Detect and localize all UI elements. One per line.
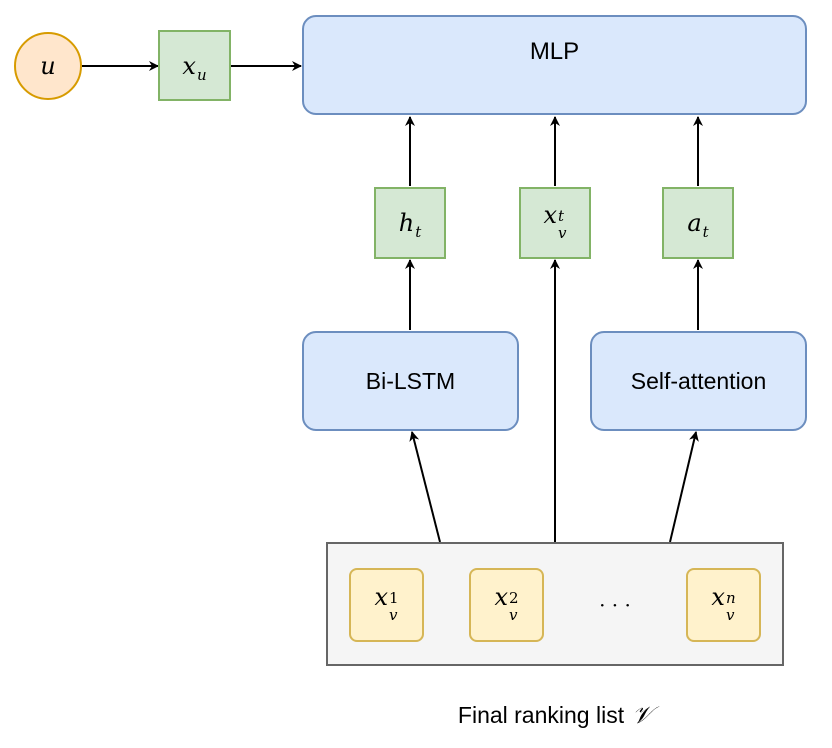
self-attention-box: Self-attention: [590, 331, 807, 431]
bilstm-box: Bi-LSTM: [302, 331, 519, 431]
mlp-label: MLP: [529, 38, 580, 65]
mlp-box: MLP: [302, 15, 807, 115]
caption-text: Final ranking list: [457, 701, 625, 728]
arrow-list-to-selfatt: [669, 431, 699, 543]
user-node-label: u: [40, 52, 56, 80]
list-ellipsis: · · ·: [599, 593, 631, 617]
bilstm-label: Bi-LSTM: [365, 367, 456, 394]
self-attention-label: Self-attention: [630, 367, 767, 394]
caption-symbol: 𝒱: [632, 701, 653, 729]
caption: Final ranking list 𝒱: [326, 698, 784, 732]
user-node: u: [14, 32, 82, 100]
arrow-list-to-bilstm: [409, 431, 441, 543]
